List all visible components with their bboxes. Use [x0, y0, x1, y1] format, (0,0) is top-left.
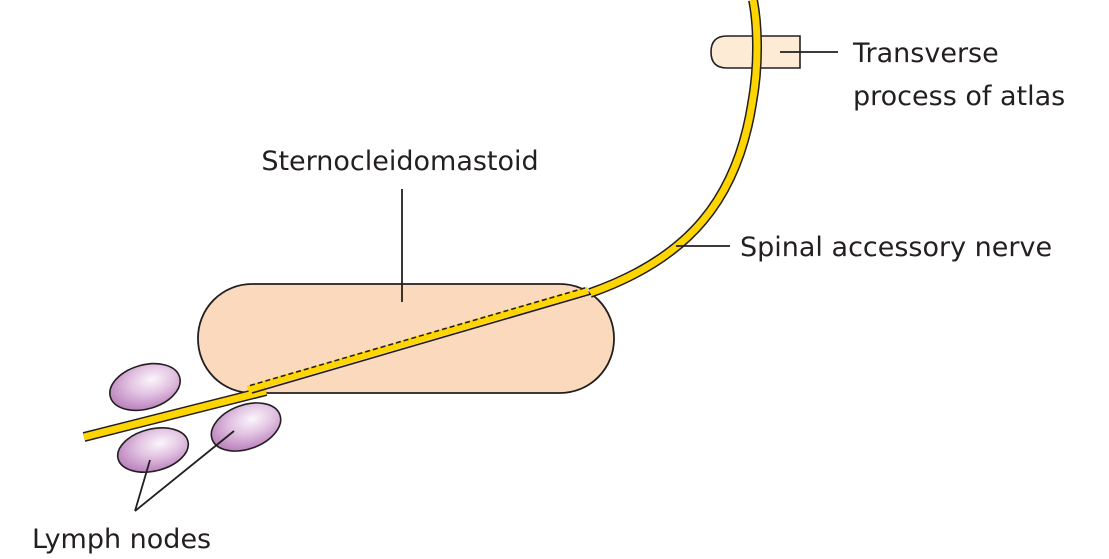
label-transverse-line1: Transverse — [852, 38, 999, 69]
lymph-node — [116, 427, 190, 473]
leader-lymph-1 — [134, 459, 151, 512]
spinal-accessory-nerve — [82, 0, 763, 442]
lymph-node-group — [109, 362, 282, 473]
label-transverse-line2: process of atlas — [853, 81, 1065, 112]
lymph-node — [210, 402, 282, 452]
label-sternocleidomastoid: Sternocleidomastoid — [261, 146, 538, 177]
label-spinal-accessory-nerve: Spinal accessory nerve — [740, 232, 1052, 263]
label-lymph-nodes: Lymph nodes — [32, 524, 211, 555]
lymph-node — [109, 362, 181, 412]
leader-lymph-2 — [134, 430, 235, 512]
